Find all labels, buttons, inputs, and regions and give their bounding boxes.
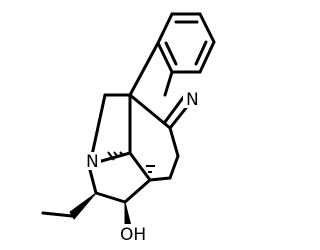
double-bond-inner — [194, 40, 208, 66]
atom-label-ring-nitrogen: N — [183, 90, 201, 110]
bond — [94, 191, 127, 204]
atom-label-amine-nitrogen: N — [83, 152, 101, 172]
hashed-wedge-bond — [107, 151, 123, 161]
bond — [156, 41, 174, 74]
bond — [128, 93, 172, 130]
wedge-bond — [69, 192, 97, 220]
bond — [128, 41, 160, 97]
bond — [156, 12, 174, 45]
bond — [198, 12, 216, 44]
hashed-wedge-bond-ring-fusion — [146, 165, 155, 173]
benzene-ring — [156, 12, 216, 74]
indolenine-ring — [128, 41, 192, 130]
hydroxyl-label: OH — [120, 225, 146, 245]
ring-nitrogen-label: N — [186, 90, 199, 110]
bond — [148, 176, 172, 182]
bond — [123, 178, 152, 204]
bond — [88, 168, 98, 195]
double-bond-inner — [164, 41, 178, 66]
bond — [163, 70, 174, 97]
double-bond — [163, 93, 187, 124]
chemical-structure-diagram: N N OH — [41, 12, 216, 245]
bond — [128, 151, 152, 182]
bond — [168, 126, 180, 158]
atom-label-hydroxyl: OH — [118, 224, 150, 245]
bond — [198, 40, 216, 74]
saturated-rings — [88, 126, 180, 204]
pyrrolidine-ring — [90, 93, 132, 164]
bond — [41, 211, 74, 218]
bond — [90, 93, 107, 157]
bond — [96, 151, 132, 164]
amine-nitrogen-label: N — [86, 152, 99, 172]
ethyl-group — [41, 192, 97, 220]
bond — [168, 154, 180, 180]
